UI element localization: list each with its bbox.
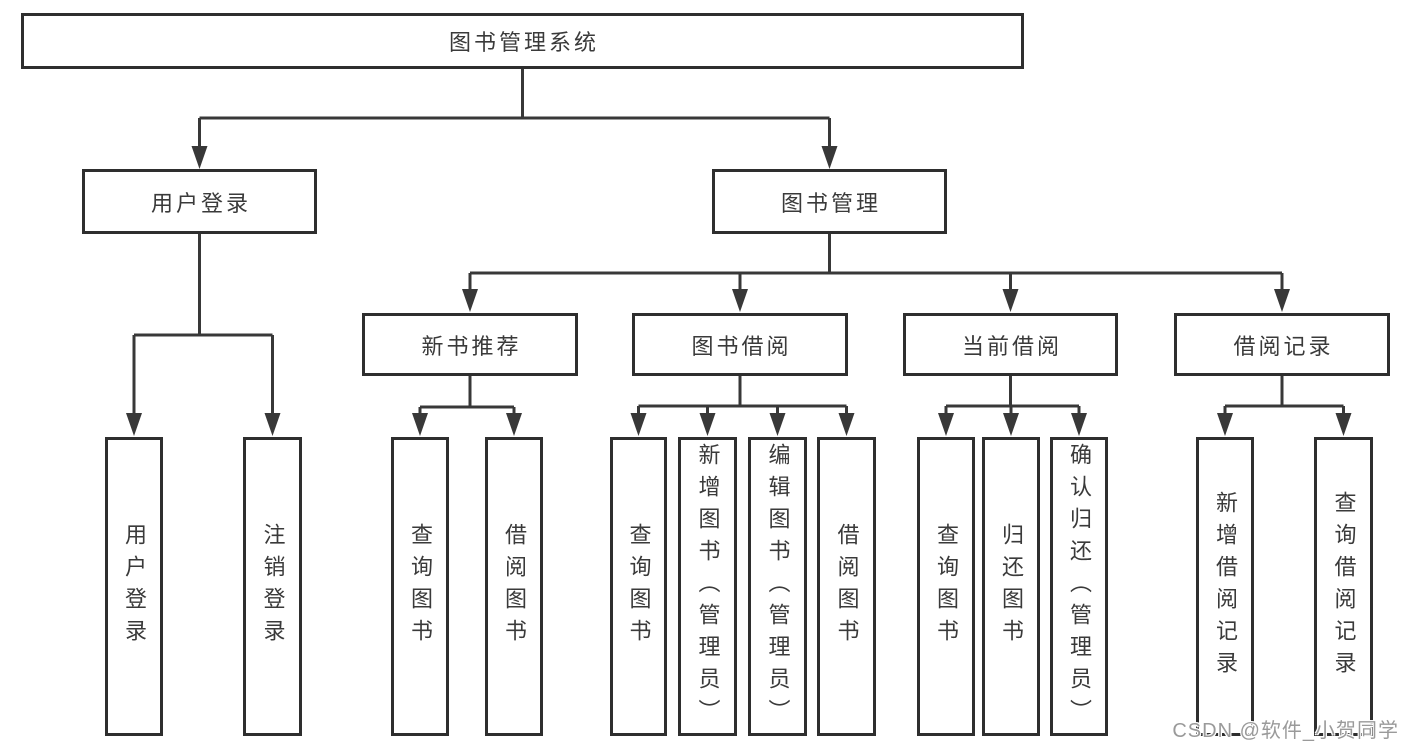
leaf-borrow-books-borrowing: 借阅图书	[817, 437, 876, 736]
node-borrowing-records: 借阅记录	[1174, 313, 1390, 376]
node-book-borrowing: 图书借阅	[632, 313, 848, 376]
leaf-label: 确认归还（管理员）	[1067, 442, 1092, 731]
node-label: 新书推荐	[421, 333, 522, 359]
leaf-edit-book-admin: 编辑图书（管理员）	[748, 437, 807, 736]
leaf-label: 新增借阅记录	[1213, 490, 1238, 683]
arrowheads	[126, 146, 1352, 436]
leaf-label: 查询图书	[626, 522, 652, 651]
leaf-label: 新增图书（管理员）	[695, 442, 721, 731]
leaf-label: 借阅图书	[834, 522, 860, 651]
connector-stems	[132, 69, 1345, 418]
node-label: 借阅记录	[1233, 333, 1334, 359]
node-book-management: 图书管理	[712, 169, 947, 234]
leaf-user-login: 用户登录	[105, 437, 163, 736]
leaf-query-borrow-record: 查询借阅记录	[1314, 437, 1373, 736]
leaf-label: 编辑图书（管理员）	[765, 442, 791, 731]
node-user-login: 用户登录	[82, 169, 317, 234]
leaf-label: 用户登录	[122, 522, 147, 651]
leaf-return-books: 归还图书	[982, 437, 1040, 736]
leaf-borrow-books-recommendation: 借阅图书	[485, 437, 543, 736]
node-new-book-recommendation: 新书推荐	[362, 313, 578, 376]
leaf-query-books-recommendation: 查询图书	[391, 437, 449, 736]
node-library-management-system: 图书管理系统	[21, 13, 1024, 69]
node-label: 用户登录	[150, 190, 251, 216]
leaf-label: 查询图书	[934, 522, 959, 651]
node-label: 图书借阅	[691, 333, 792, 359]
leaf-query-books-current: 查询图书	[917, 437, 975, 736]
node-label: 图书管理系统	[448, 30, 599, 55]
node-current-borrowing: 当前借阅	[903, 313, 1118, 376]
leaf-label: 归还图书	[999, 522, 1024, 651]
leaf-logout: 注销登录	[243, 437, 302, 736]
leaf-label: 借阅图书	[502, 522, 527, 651]
csdn-watermark: CSDN @软件_小贺同学	[1172, 720, 1399, 742]
leaf-add-book-admin: 新增图书（管理员）	[678, 437, 737, 736]
leaf-label: 查询借阅记录	[1331, 490, 1357, 683]
leaf-add-borrow-record: 新增借阅记录	[1196, 437, 1254, 736]
node-label: 当前借阅	[961, 333, 1062, 359]
leaf-label: 注销登录	[260, 522, 286, 651]
leaf-label: 查询图书	[408, 522, 433, 651]
leaf-query-books-borrowing: 查询图书	[610, 437, 667, 736]
node-label: 图书管理	[780, 190, 881, 216]
leaf-confirm-return-admin: 确认归还（管理员）	[1050, 437, 1108, 736]
